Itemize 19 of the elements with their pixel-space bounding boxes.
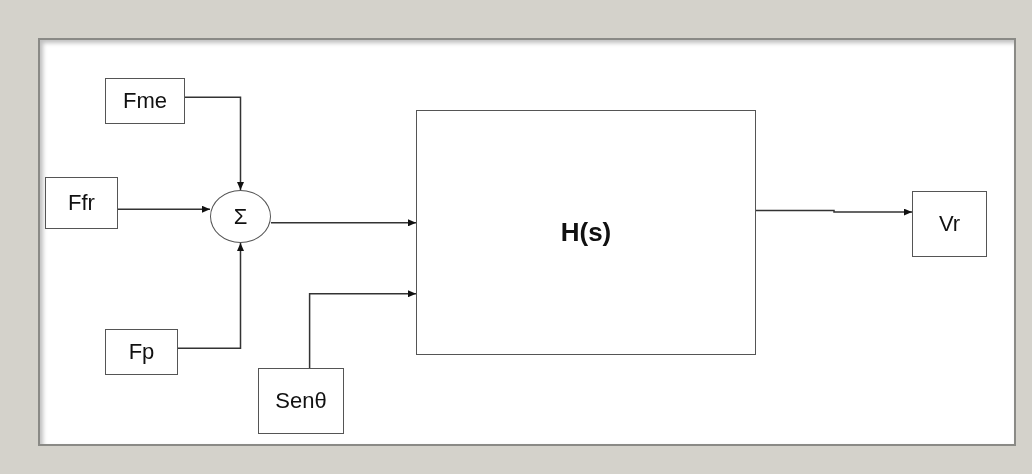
signal-box	[45, 177, 118, 229]
arrow	[117, 205, 211, 213]
sum-symbol: Σ	[233, 203, 248, 230]
signal-box	[912, 191, 987, 257]
arrow	[177, 242, 244, 350]
signal-box	[258, 368, 344, 434]
arrow	[755, 208, 913, 216]
transfer-function-block	[416, 110, 756, 355]
arrow	[270, 219, 417, 227]
arrow	[184, 96, 244, 191]
signal-label: H(s)	[560, 217, 612, 248]
signal-label: Vr	[938, 211, 961, 237]
signal-box	[105, 329, 178, 375]
signal-box	[105, 78, 185, 124]
signal-label: Fp	[128, 339, 155, 365]
signal-label: Senθ	[275, 388, 327, 414]
signal-label: Fme	[123, 88, 167, 114]
signal-label: Ffr	[68, 190, 95, 216]
arrow	[308, 290, 417, 369]
